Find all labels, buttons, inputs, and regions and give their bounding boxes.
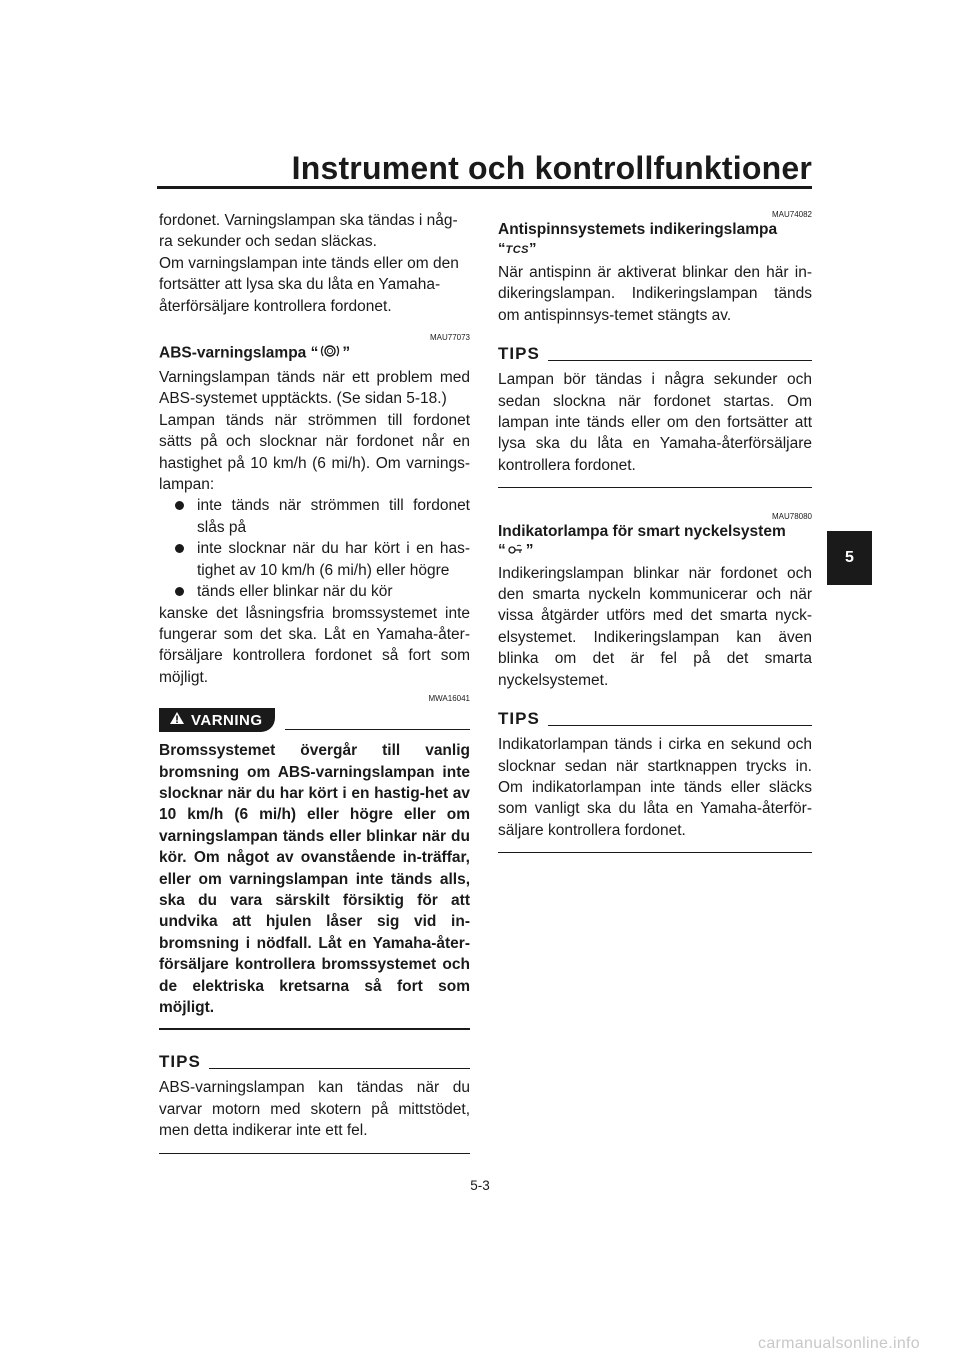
tcs-quote-open: “ [498,240,506,257]
tips-label: TIPS [159,1052,201,1072]
warning-rule [284,729,470,731]
key-symbol: “” [498,541,812,560]
abs-text: kanske det låsningsfria bromssystemet in… [159,604,470,686]
list-item: inte tänds när strömmen till fordonet sl… [159,495,470,538]
warning-text: Bromssystemet övergår till vanlig bromsn… [159,742,470,1016]
tips-header: TIPS [498,709,812,729]
tcs-symbol: “TCS” [498,239,812,260]
tips-text: Indikatorlampan tänds i cirka en sekund … [498,736,812,839]
section-code: MAU78080 [771,512,812,522]
key-text: Indikeringslampan blinkar när fordonet o… [498,564,812,689]
key-quote-open: “ [498,542,506,560]
abs-heading-text: ABS-varningslampa “ [159,344,319,362]
list-item: inte slocknar när du har kört i en has-t… [159,538,470,581]
watermark: carmanualsonline.info [758,1335,920,1352]
tips-text: Lampan bör tändas i några sekunder och s… [498,371,812,474]
tips-header: TIPS [498,344,812,364]
intro-line: återförsäljare kontrollera fordonet. [159,297,392,315]
warning-header: VARNING [159,708,470,733]
tips-rule [547,360,812,362]
header-rule [157,186,812,189]
abs-heading-close: ” [342,344,351,362]
intro-line: Om varningslampan inte tänds eller om de… [159,254,459,272]
right-column: MAU74082 Antispinnsystemets indikeringsl… [498,210,812,854]
warning-triangle-icon [169,711,185,729]
abs-text: Varningslampan tänds när ett problem med… [159,369,470,408]
tips-label: TIPS [498,344,540,364]
abs-heading: ABS-varningslampa “ ” [159,343,470,364]
tips-rule [208,1068,470,1070]
warning-end-rule [159,1028,470,1031]
key-quote-close: ” [525,542,534,560]
tips-rule [547,725,812,727]
section-code: MAU74082 [771,210,812,219]
page-title: Instrument och kontrollfunktioner [291,150,812,186]
list-item: tänds eller blinkar när du kör [159,581,470,602]
tcs-icon: TCS [505,244,529,256]
tips-end-rule [498,852,812,854]
chapter-tab: 5 [827,531,872,585]
tcs-heading: Antispinnsystemets indikeringslampa [498,221,778,238]
warning-badge: VARNING [159,708,275,733]
smart-key-icon [507,542,525,561]
key-heading: Indikatorlampa för smart nyckelsystem [498,523,786,541]
page-number: 5-3 [470,1178,490,1193]
tips-header: TIPS [159,1052,470,1072]
warning-label: VARNING [191,711,263,729]
warning-code: MWA16041 [428,694,471,704]
intro-line: fortsätter att lysa ska du låta en Yamah… [159,276,441,294]
tips-text: ABS-varningslampan kan tändas när du var… [159,1079,470,1140]
tips-end-rule [498,487,812,489]
tips-label: TIPS [498,709,540,729]
abs-bullet-list: inte tänds när strömmen till fordonet sl… [159,495,470,602]
intro-line: fordonet. Varningslampan ska tändas i nå… [159,212,458,229]
intro-line: ra sekunder och sedan släckas. [159,233,377,251]
tcs-quote-close: ” [529,240,537,257]
tcs-text: När antispinn är aktiverat blinkar den h… [498,264,812,324]
tips-end-rule [159,1152,470,1154]
section-code: MAU77073 [429,333,470,343]
abs-text: Lampan tänds när strömmen till fordonet … [159,411,470,494]
abs-warning-icon [319,343,341,364]
left-column: fordonet. Varningslampan ska tändas i nå… [159,210,470,1154]
